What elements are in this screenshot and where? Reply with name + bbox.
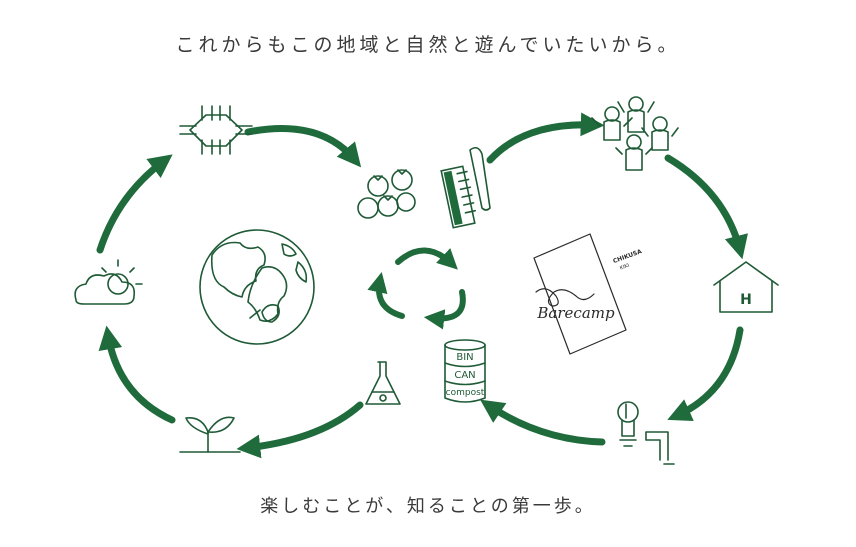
house-icon: H bbox=[713, 261, 779, 313]
barecamp-logo: Barecamp CHIKUSA KIKI bbox=[533, 233, 643, 355]
toothbrush-comb-icon bbox=[440, 146, 491, 229]
barecamp-brand: Barecamp bbox=[536, 304, 615, 322]
house-letter: H bbox=[740, 292, 752, 308]
barecamp-side-text-2: KIKI bbox=[619, 263, 630, 272]
arrow-faucet-to-bins bbox=[480, 399, 606, 446]
bin-label: BIN bbox=[456, 352, 473, 363]
earth-icon bbox=[199, 229, 315, 345]
can-label: CAN bbox=[454, 370, 475, 381]
arrow-toothbrush-to-children bbox=[486, 112, 605, 164]
children-icon bbox=[591, 96, 679, 171]
arrow-house-to-faucet bbox=[667, 326, 744, 422]
recycle-icon bbox=[367, 247, 466, 330]
arrow-fire-to-vegetables bbox=[244, 125, 362, 168]
waste-bins-icon: BIN CAN compost bbox=[444, 339, 486, 403]
arrow-flask-to-sprout bbox=[236, 401, 364, 459]
compost-label: compost bbox=[446, 388, 485, 398]
faucet-bulb-icon bbox=[617, 401, 675, 465]
vegetables-icon bbox=[357, 169, 416, 219]
top-caption: これからもこの地域と自然と遊んでいたいから。 bbox=[175, 34, 681, 56]
arrow-children-to-house bbox=[664, 154, 748, 260]
fire-pit-icon bbox=[179, 105, 253, 155]
cycle-arrows bbox=[96, 112, 748, 459]
arrow-cloud-to-fire bbox=[96, 154, 173, 254]
sprout-icon bbox=[179, 416, 241, 453]
cloud-sun-icon bbox=[74, 259, 143, 305]
bottom-caption: 楽しむことが、知ることの第一歩。 bbox=[260, 496, 596, 517]
arrow-sprout-to-cloud bbox=[98, 325, 176, 424]
flask-icon bbox=[365, 361, 401, 405]
